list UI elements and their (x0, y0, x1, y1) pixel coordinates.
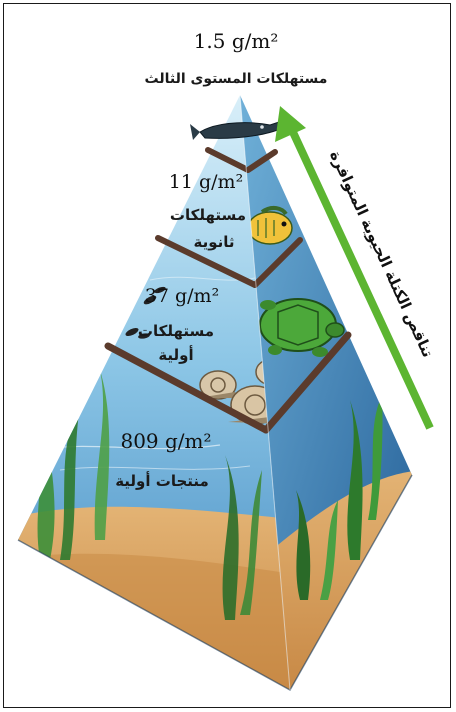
gar-fish-icon (190, 120, 285, 140)
level-2-biomass: 11 g/m² (169, 171, 243, 193)
level-4-biomass: 809 g/m² (120, 429, 211, 453)
level-2-label-line2: ثانوية (193, 233, 234, 251)
level-3-label-line1: مستهلكات (138, 322, 214, 340)
level-1-biomass: 1.5 g/m² (194, 29, 279, 53)
level-1-label: مستهلكات المستوى الثالث (145, 71, 328, 87)
level-3-label-line2: أولية (158, 345, 193, 364)
level-4-label: منتجات أولية (115, 471, 209, 490)
level-3-biomass: 37 g/m² (145, 285, 219, 307)
level-2-label-line1: مستهلكات (170, 206, 246, 224)
